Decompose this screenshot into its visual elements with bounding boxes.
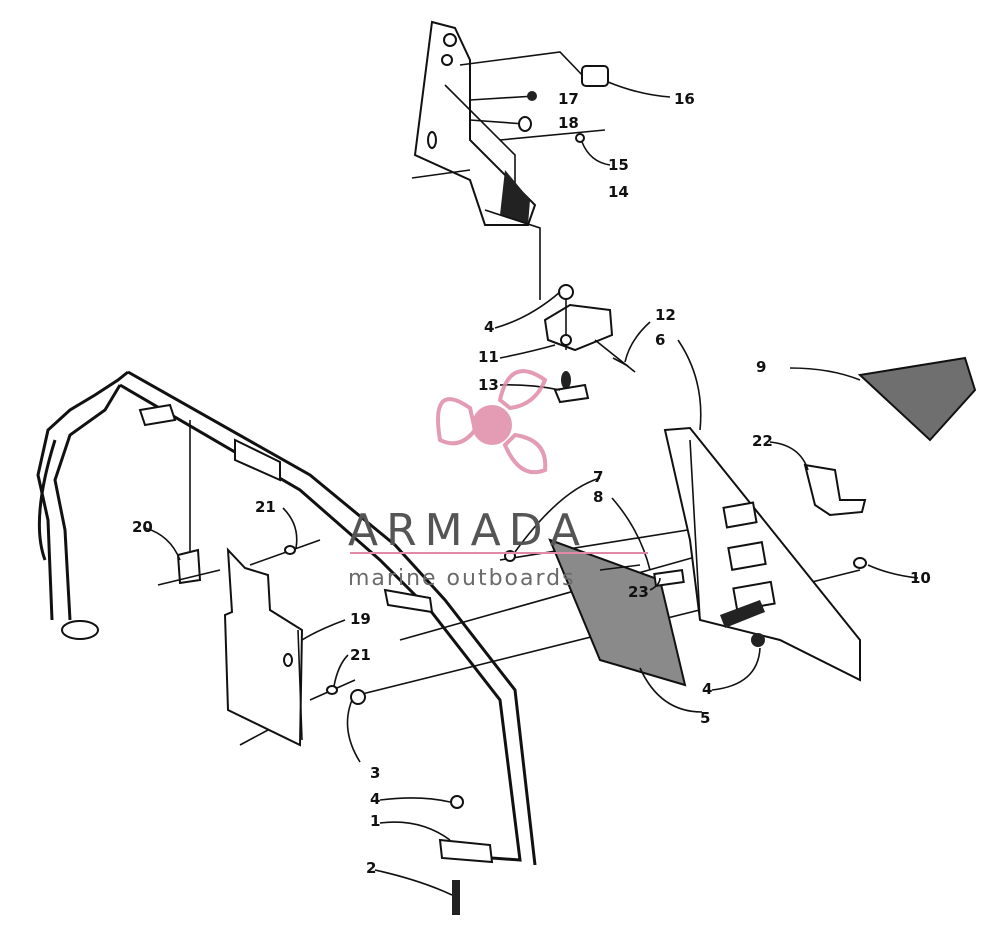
callout-6: 6 — [655, 331, 665, 349]
callout-2: 2 — [366, 859, 376, 877]
nut-part-17 — [527, 91, 537, 101]
upper-mount-bracket — [413, 20, 537, 226]
bracket-part-22 — [803, 463, 867, 517]
clamp-part-20 — [157, 548, 221, 586]
callout-3: 3 — [370, 764, 380, 782]
callout-15: 15 — [608, 156, 629, 174]
bolt-part-21-upper — [249, 539, 321, 566]
guard-part-9 — [857, 356, 977, 442]
hinge-bracket-assembly — [543, 284, 636, 404]
side-panel-6 — [663, 426, 861, 682]
callout-10: 10 — [910, 569, 931, 587]
callout-23: 23 — [628, 583, 649, 601]
armada-propeller-logo — [436, 369, 548, 475]
callout-13: 13 — [478, 376, 499, 394]
callout-16: 16 — [674, 90, 695, 108]
callout-14: 14 — [608, 183, 629, 201]
pin-part-8 — [599, 564, 641, 571]
watermark-tagline: marine outboards — [348, 566, 576, 591]
watermark-brand: ARMADA — [348, 505, 588, 556]
knob-part-16 — [581, 65, 671, 98]
washer-part-18 — [518, 116, 532, 132]
callout-4-lower: 4 — [370, 790, 380, 808]
callout-9: 9 — [756, 358, 766, 376]
tubular-frame — [36, 370, 537, 866]
callout-12: 12 — [655, 306, 676, 324]
pin-part-15 — [575, 133, 585, 143]
callout-1: 1 — [370, 812, 380, 830]
callout-4-upper: 4 — [484, 318, 494, 336]
callout-7: 7 — [593, 468, 603, 486]
callout-11: 11 — [478, 348, 499, 366]
callout-8: 8 — [593, 488, 603, 506]
bolt-part-2 — [452, 880, 460, 915]
callout-21-lower: 21 — [350, 646, 371, 664]
perforated-panel-5 — [548, 538, 687, 687]
nut-part-4-lower — [450, 795, 464, 809]
mounting-plate-19 — [223, 547, 304, 747]
nut-part-3 — [350, 689, 366, 705]
callout-21-upper: 21 — [255, 498, 276, 516]
spacer-part-23 — [653, 568, 685, 588]
callout-19: 19 — [350, 610, 371, 628]
callout-20: 20 — [132, 518, 153, 536]
callout-4-right: 4 — [702, 680, 712, 698]
callout-18: 18 — [558, 114, 579, 132]
bolt-part-21-lower — [309, 679, 356, 701]
bolt-part-10 — [853, 557, 867, 569]
callout-17: 17 — [558, 90, 579, 108]
callout-22: 22 — [752, 432, 773, 450]
callout-5: 5 — [700, 709, 710, 727]
